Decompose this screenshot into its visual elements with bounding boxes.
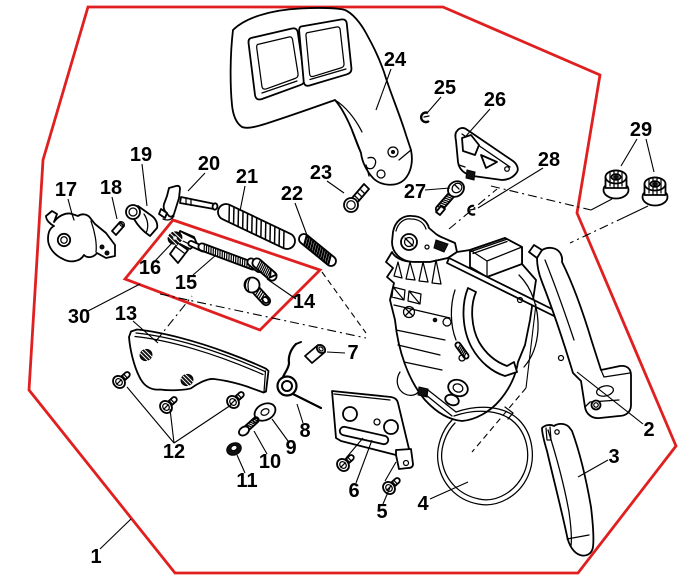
leader-line-9 [271, 418, 289, 442]
part-screw-27 [434, 180, 465, 216]
leader-line-20 [187, 172, 206, 192]
leader-line-12 [126, 386, 175, 444]
callout-1: 1 [90, 546, 101, 568]
part-cover-arm-2 [528, 244, 632, 420]
leader-line-24 [375, 68, 392, 111]
part-guide-plate-3 [541, 422, 595, 557]
callout-7: 7 [347, 342, 358, 364]
construction-lines [155, 185, 649, 453]
callout-12: 12 [163, 441, 185, 463]
part-gasket-26 [454, 127, 519, 181]
part-torsion-spring-8 [276, 341, 323, 410]
callout-20: 20 [198, 153, 220, 175]
callout-28: 28 [538, 149, 560, 171]
leader-line-29 [620, 138, 638, 167]
callout-4: 4 [417, 493, 429, 515]
leader-line-13 [132, 320, 159, 344]
callout-25: 25 [434, 77, 456, 99]
leader-line-1 [99, 518, 132, 550]
part-eclip-25 [419, 111, 430, 124]
part-bushing-7 [304, 344, 327, 364]
callout-2: 2 [643, 419, 654, 441]
part-ering-28 [467, 204, 476, 216]
leader-line-8 [296, 403, 304, 424]
leader-line-11 [236, 454, 246, 474]
leader-line-3 [577, 459, 609, 478]
part-brake-band-4 [417, 386, 533, 506]
callout-15: 15 [175, 272, 197, 294]
callout-9: 9 [285, 437, 296, 459]
callout-17: 17 [55, 179, 77, 201]
part-brake-lever-17 [45, 210, 116, 263]
red-boundary-outline [27, 5, 678, 575]
part-nut-11 [226, 442, 242, 456]
part-pin-18 [111, 221, 125, 236]
part-detent-19 [125, 204, 159, 237]
leader-line-17 [67, 198, 73, 215]
callout-16: 16 [139, 257, 161, 279]
part-screw-14 [243, 276, 272, 307]
part-hand-guard [229, 7, 413, 186]
callout-5: 5 [376, 501, 387, 523]
callout-18: 18 [100, 177, 122, 199]
leader-line-23 [326, 180, 345, 194]
leader-line-25 [427, 96, 442, 113]
callout-13: 13 [115, 303, 137, 325]
callout-21: 21 [236, 166, 258, 188]
leader-line-6 [355, 439, 373, 484]
callout-23: 23 [310, 162, 332, 184]
leader-line-2 [576, 371, 644, 425]
leader-line-28 [477, 167, 544, 209]
leader-line-21 [239, 185, 246, 212]
callout-10: 10 [259, 451, 281, 473]
part-spring-21 [217, 203, 296, 250]
leader-line-30 [87, 283, 141, 312]
callout-6: 6 [348, 480, 359, 502]
leader-line-12 [169, 408, 175, 444]
callout-19: 19 [130, 144, 152, 166]
callout-11: 11 [236, 470, 257, 492]
part-inner-plate-6 [331, 390, 414, 470]
leader-line-27 [424, 187, 451, 191]
part-screws-12 [112, 371, 245, 414]
leader-line-5 [382, 484, 392, 505]
leader-line-26 [465, 108, 491, 137]
leader-line-16 [154, 242, 173, 262]
leader-line-7 [326, 351, 346, 354]
leader-line-12 [173, 404, 232, 444]
callout-27: 27 [404, 181, 426, 203]
callout-8: 8 [299, 420, 310, 442]
callout-30: 30 [68, 306, 90, 328]
part-bar-nuts-29 [602, 169, 669, 207]
callout-14: 14 [293, 291, 316, 313]
leader-line-19 [141, 163, 148, 207]
leader-line-15 [192, 254, 217, 276]
callout-24: 24 [384, 49, 407, 71]
leader-line-29 [645, 138, 655, 173]
part-tension-screw-15 [187, 240, 278, 282]
leader-line-22 [294, 202, 309, 239]
callout-22: 22 [281, 183, 303, 205]
callout-26: 26 [484, 89, 506, 111]
part-lever-rod-20 [158, 184, 219, 221]
part-spring-22 [298, 233, 337, 267]
leader-line-10 [253, 430, 268, 455]
leader-line-14 [266, 278, 297, 300]
part-crankcase-body [385, 215, 557, 422]
red-highlight-box [122, 218, 323, 332]
callout-3: 3 [608, 446, 619, 468]
leader-line-4 [429, 481, 469, 500]
part-screw-23 [343, 183, 370, 213]
leader-line-18 [111, 196, 118, 220]
callout-29: 29 [630, 119, 652, 141]
part-bolt-10 [238, 416, 260, 437]
